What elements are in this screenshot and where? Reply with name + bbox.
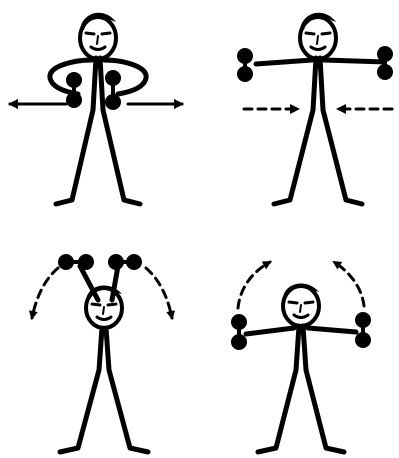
panel-4-head <box>283 283 319 326</box>
panel-3-arms <box>80 266 118 300</box>
panel-3-head <box>86 285 122 328</box>
panel-4 <box>231 262 371 452</box>
panel-3-body <box>60 328 148 452</box>
panel-3-arrows <box>32 268 172 318</box>
panel-2-head <box>300 13 336 59</box>
panel-2 <box>237 13 393 204</box>
panel-2-body <box>274 58 362 204</box>
panel-1-head <box>80 13 116 59</box>
panel-3 <box>32 254 172 452</box>
panel-4-body <box>258 326 344 452</box>
panel-3-dumbbells <box>58 254 142 270</box>
panel-1 <box>10 13 182 204</box>
